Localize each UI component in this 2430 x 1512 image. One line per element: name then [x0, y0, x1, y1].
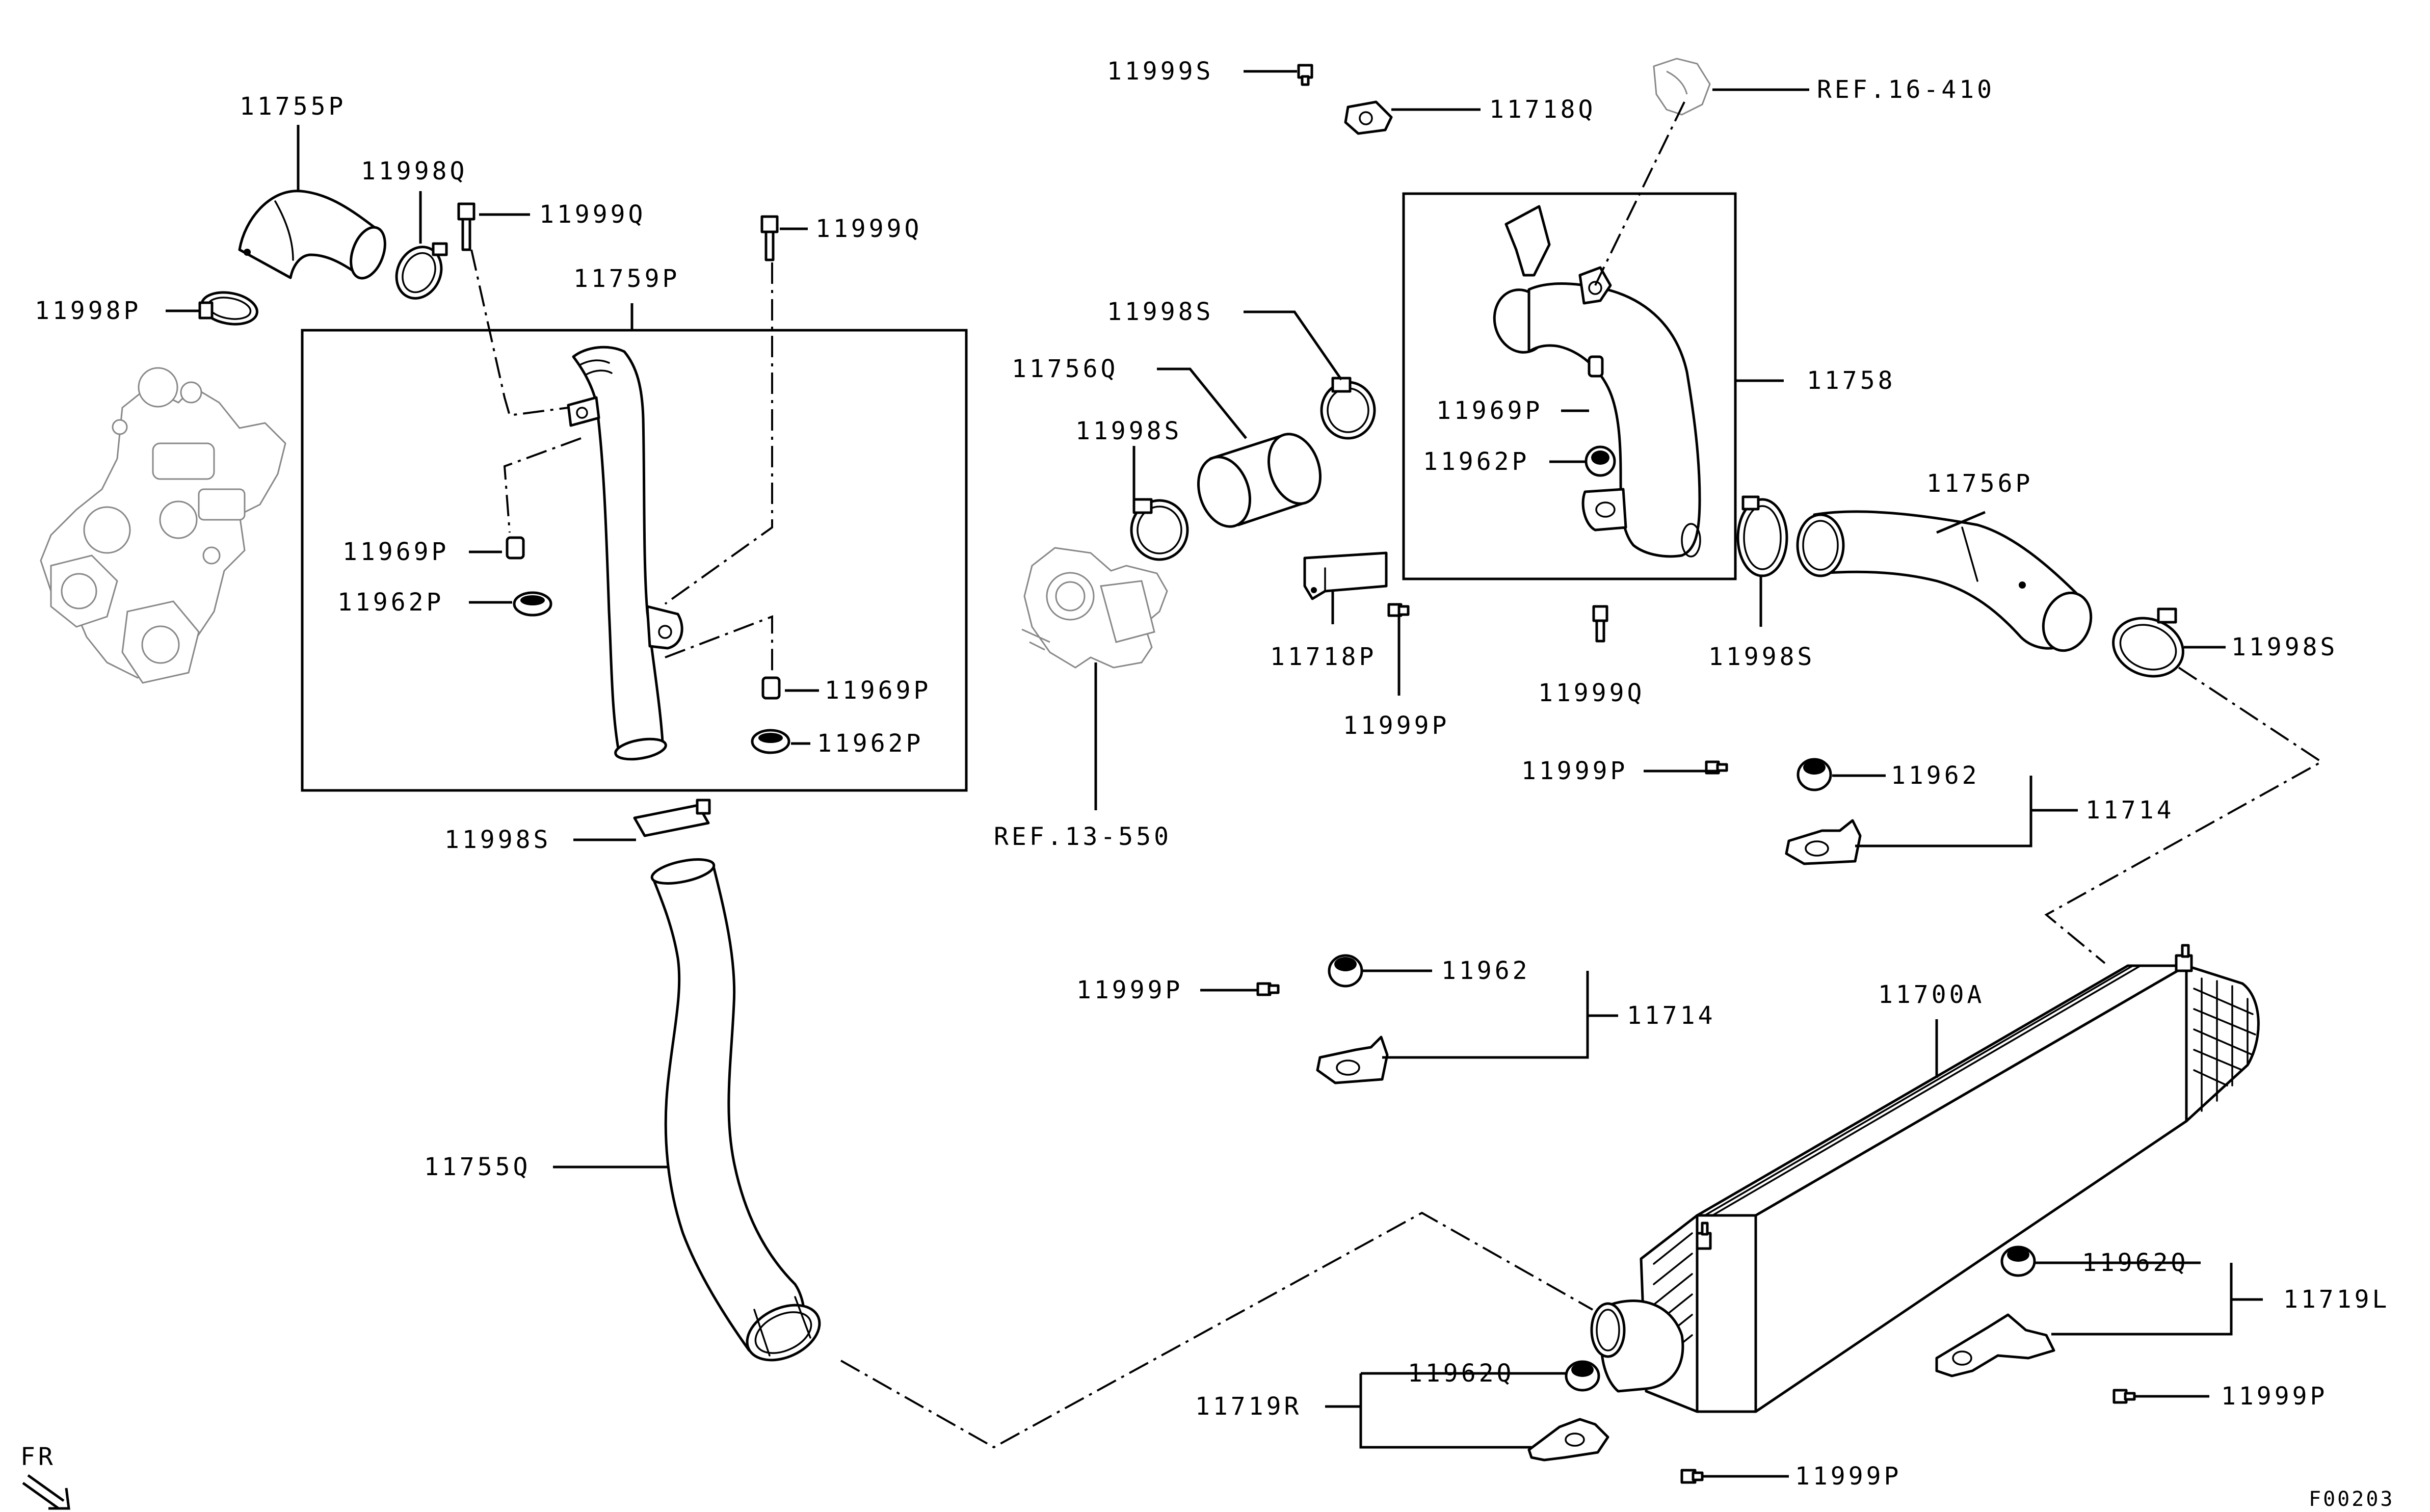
hose-11755P — [238, 190, 386, 280]
front-direction-arrow-icon — [22, 1474, 70, 1510]
clamp-11998S-e — [2112, 607, 2184, 678]
bracket-11719R — [1527, 1418, 1609, 1462]
label-11969P-c: 11969P — [1436, 396, 1543, 425]
label-11756Q: 11756Q — [1012, 355, 1118, 383]
bracket-11719L — [1935, 1313, 2055, 1377]
label-11999P-a: 11999P — [1343, 711, 1449, 740]
bolt-11999Q-b — [760, 215, 779, 261]
grommet-11962P-a — [513, 591, 552, 617]
label-11962P-a: 11962P — [337, 588, 444, 617]
label-11998S-d: 11998S — [1708, 643, 1815, 671]
label-11969P-a: 11969P — [342, 538, 449, 566]
label-11999Q-b: 11999Q — [815, 215, 922, 243]
clamp-11998S-d — [1736, 495, 1788, 577]
label-11962P-c: 11962P — [1423, 447, 1529, 476]
label-11755Q: 11755Q — [424, 1153, 531, 1181]
label-11718P: 11718P — [1270, 643, 1377, 671]
collar-11969P-a — [506, 536, 525, 560]
label-11998S-c: 11998S — [1075, 417, 1182, 445]
label-11962-a: 11962 — [1891, 761, 1980, 790]
grommet-11962-b — [1328, 954, 1363, 988]
label-11999P-b: 11999P — [1521, 757, 1628, 785]
label-11999P-d: 11999P — [2221, 1382, 2328, 1411]
label-11999P-c: 11999P — [1076, 976, 1183, 1004]
fr-label: FR — [20, 1443, 56, 1471]
bolt-11999P-c — [1256, 982, 1280, 996]
hose-11755Q — [650, 858, 821, 1362]
label-11999Q-c: 11999Q — [1538, 679, 1645, 707]
part-labels: 11755P 11998Q 11999Q 11999Q 11998P 11759… — [35, 57, 2390, 1491]
grommet-11962P-c — [1584, 445, 1616, 477]
clamp-11998S-b — [1320, 377, 1376, 440]
label-11998P: 11998P — [35, 297, 141, 325]
clamp-11998S-a — [633, 799, 711, 837]
collar-11969P-b — [761, 676, 781, 700]
bolt-11999P-d — [2112, 1389, 2136, 1404]
label-11999Q-a: 11999Q — [539, 200, 646, 229]
grommet-11962Q-a — [2000, 1245, 2036, 1277]
label-11756P: 11756P — [1926, 469, 2033, 498]
grommet-11962-a — [1797, 758, 1832, 791]
bolt-11999P-e — [1680, 1469, 1704, 1484]
sleeve-11756Q — [1197, 433, 1322, 528]
clamp-11998S-c — [1130, 498, 1189, 561]
label-11714-a: 11714 — [2085, 796, 2175, 825]
bolt-11999S — [1297, 64, 1313, 86]
label-11998S-b: 11998S — [1107, 298, 1213, 326]
label-11962Q-b: 11962Q — [1408, 1359, 1514, 1388]
label-11719L: 11719L — [2283, 1285, 2390, 1314]
label-ref-13-550: REF.13-550 — [994, 823, 1172, 851]
label-11969P-b: 11969P — [825, 676, 931, 705]
assembly-box-11759P — [301, 329, 968, 792]
figure-code: F00203 — [2309, 1488, 2395, 1511]
bracket-11714-a — [1785, 819, 1862, 865]
label-ref-16-410: REF.16-410 — [1817, 75, 1995, 104]
label-11998Q: 11998Q — [361, 157, 467, 185]
dash-dot-lines — [470, 101, 2323, 1449]
label-11962P-b: 11962P — [817, 729, 923, 758]
label-11714-b: 11714 — [1627, 1001, 1716, 1030]
bracket-11718P — [1303, 551, 1388, 600]
assembly-box-11758 — [1402, 192, 1737, 580]
pipe-11758 — [1493, 205, 1701, 558]
label-11962Q-a: 11962Q — [2082, 1249, 2188, 1277]
bracket-11718Q — [1344, 100, 1393, 135]
label-11999P-e: 11999P — [1795, 1462, 1901, 1491]
turbocharger-reference — [40, 367, 286, 684]
clamp-11998P — [198, 291, 258, 326]
front-direction-indicator: FR — [20, 1443, 70, 1510]
label-11755P: 11755P — [240, 92, 346, 121]
leader-lines — [166, 70, 2263, 1478]
hose-11756P — [1796, 510, 2093, 652]
reference-13-550-throttle — [1021, 547, 1168, 669]
pipe-11759P — [567, 346, 683, 761]
collar-11969P-c — [1588, 355, 1604, 378]
label-11962-b: 11962 — [1441, 957, 1530, 985]
clamp-11998Q — [395, 242, 448, 300]
label-11700A: 11700A — [1878, 980, 1985, 1009]
reference-16-410 — [1653, 58, 1711, 116]
bolt-11999Q-a — [457, 202, 476, 251]
bracket-11714-b — [1316, 1036, 1389, 1084]
bolt-11999Q-c — [1592, 605, 1608, 643]
label-11759P: 11759P — [573, 264, 680, 293]
grommet-11962P-b — [751, 729, 790, 754]
label-11758: 11758 — [1807, 366, 1896, 395]
bolt-11999P-a — [1387, 603, 1410, 617]
intercooler-11700A — [1590, 944, 2260, 1413]
label-11718Q: 11718Q — [1489, 95, 1596, 124]
label-11998S-e: 11998S — [2231, 633, 2338, 661]
grommet-11962Q-b — [1565, 1360, 1600, 1392]
label-11999S: 11999S — [1107, 57, 1213, 86]
label-11719R: 11719R — [1195, 1392, 1302, 1421]
label-11998S-a: 11998S — [444, 826, 551, 854]
